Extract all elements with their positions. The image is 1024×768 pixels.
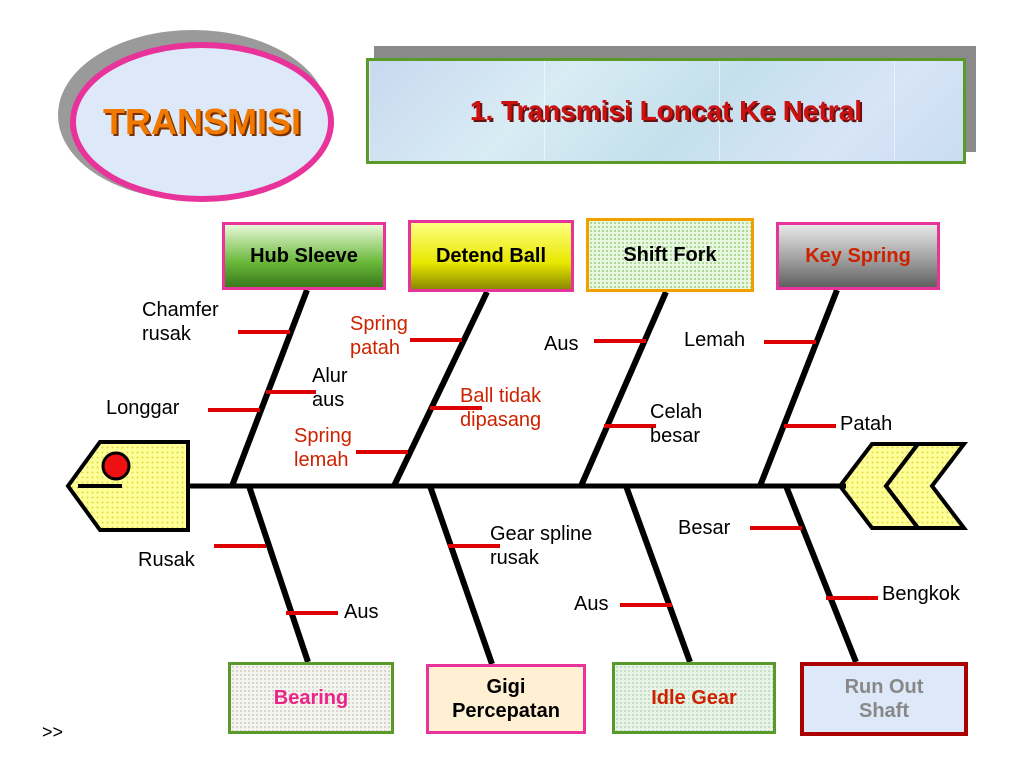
fish-head [65,440,190,532]
cause-label: Aus [544,333,579,355]
fish-eye [101,451,131,481]
title-banner: 1. Transmisi Loncat Ke Netral [366,58,966,164]
cause-label: Spring lemah [294,425,352,471]
bone-idle-gear [623,484,693,664]
cause-label: Bengkok [882,583,960,605]
category-label: Run Out Shaft [844,676,924,722]
cause-label: Ball tidak dipasang [460,385,542,431]
banner-texture [369,61,963,161]
cause-label: Gear spline rusak [490,523,593,569]
category-idle-gear: Idle Gear [612,662,776,734]
cause-label: Lemah [684,329,746,351]
page-title: 1. Transmisi Loncat Ke Netral [469,95,863,126]
cause-label: Rusak [138,549,195,571]
cause-label: Chamfer rusak [142,299,219,345]
category-label: Idle Gear [651,687,737,709]
cause-label: Patah [840,413,893,435]
category-label: Bearing [273,687,349,709]
category-detend-ball: Detend Ball [408,220,574,292]
bone-detend-ball [391,290,490,488]
cause-label: Aus [574,593,609,615]
category-hub-sleeve: Hub Sleeve [222,222,386,290]
cause-label: Longgar [106,397,180,419]
category-bearing: Bearing [228,662,394,734]
bone-shift-fork [578,290,669,488]
cause-label: Aus [344,601,379,623]
bone-bearing [246,485,311,663]
category-gigi-percepatan: Gigi Percepatan [426,664,586,734]
category-label: Shift Fork [623,244,717,266]
cause-ticks [208,330,878,615]
category-shift-fork: Shift Fork [586,218,754,292]
section-label: TRANSMISI [103,101,301,142]
category-label: Key Spring [805,245,911,267]
category-label: Hub Sleeve [250,245,358,267]
bone-hub-sleeve [229,288,310,488]
category-label: Detend Ball [435,245,547,267]
bone-key-spring [757,288,840,488]
cause-label: Spring patah [350,313,408,359]
bone-run-out-shaft [783,484,859,664]
category-key-spring: Key Spring [776,222,940,290]
cause-label: Alur aus [312,365,348,411]
section-badge: TRANSMISI [70,42,334,202]
bone-gigi-percepatan [427,485,495,665]
category-label: Gigi Percepatan [452,676,560,722]
cause-label: Celah besar [650,401,703,447]
next-slide-link[interactable]: >> [42,722,64,742]
fish-tail-fin [883,442,969,530]
cause-label: Besar [678,517,731,539]
category-run-out-shaft: Run Out Shaft [800,662,968,736]
